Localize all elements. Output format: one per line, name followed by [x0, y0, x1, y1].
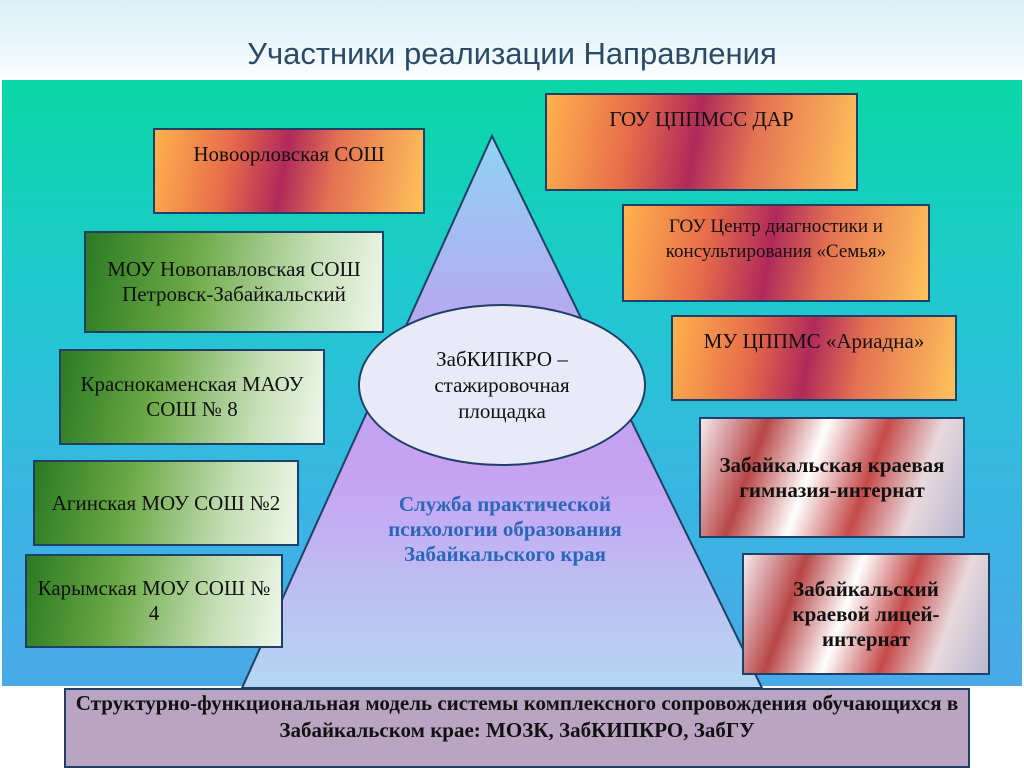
participant-box-aginskaya: Агинская МОУ СОШ №2 [33, 460, 299, 546]
participant-box-novoorlovskaya: Новоорловская СОШ [153, 128, 425, 214]
participant-label: Новоорловская СОШ [193, 142, 385, 166]
participant-box-karymskaya: Карымская МОУ СОШ № 4 [25, 554, 283, 648]
participant-label: МОУ Новопавловская СОШ Петровск-Забайкал… [107, 257, 361, 306]
participant-label: Забайкальская краевая гимназия-интернат [719, 452, 945, 502]
bottom-model-box: Структурно-функциональная модель системы… [64, 688, 970, 768]
participant-box-novopavlovskaya: МОУ Новопавловская СОШ Петровск-Забайкал… [84, 231, 384, 333]
service-label: Служба практической психологии образован… [388, 492, 622, 566]
participant-label: ГОУ ЦППМСС ДАР [609, 107, 794, 131]
header-background [0, 0, 1024, 80]
participant-label: МУ ЦППМС «Ариадна» [703, 329, 925, 353]
participant-box-gymnasium: Забайкальская краевая гимназия-интернат [699, 417, 965, 538]
participant-box-ariadna: МУ ЦППМС «Ариадна» [671, 315, 957, 401]
bottom-label: Структурно-функциональная модель системы… [75, 691, 959, 742]
participant-box-gou-cppmss-dar: ГОУ ЦППМСС ДАР [545, 93, 858, 191]
center-ellipse-zabkipkro: ЗабКИПКРО – стажировочная площадка [358, 304, 646, 466]
page-title: Участники реализации Направления [247, 36, 777, 71]
participant-box-lyceum: Забайкальский краевой лицей-интернат [742, 553, 990, 675]
participant-label: ГОУ Центр диагностики и консультирования… [665, 216, 887, 262]
participant-box-semya: ГОУ Центр диагностики и консультирования… [622, 204, 930, 302]
participant-label: Агинская МОУ СОШ №2 [51, 490, 281, 515]
participant-label: Краснокаменская МАОУ СОШ № 8 [80, 372, 304, 421]
participant-label: Забайкальский краевой лицей-интернат [792, 576, 940, 651]
participant-label: Карымская МОУ СОШ № 4 [37, 576, 271, 625]
center-label: ЗабКИПКРО – стажировочная площадка [434, 347, 570, 423]
participant-box-krasnokamenskaya: Краснокаменская МАОУ СОШ № 8 [59, 349, 325, 445]
